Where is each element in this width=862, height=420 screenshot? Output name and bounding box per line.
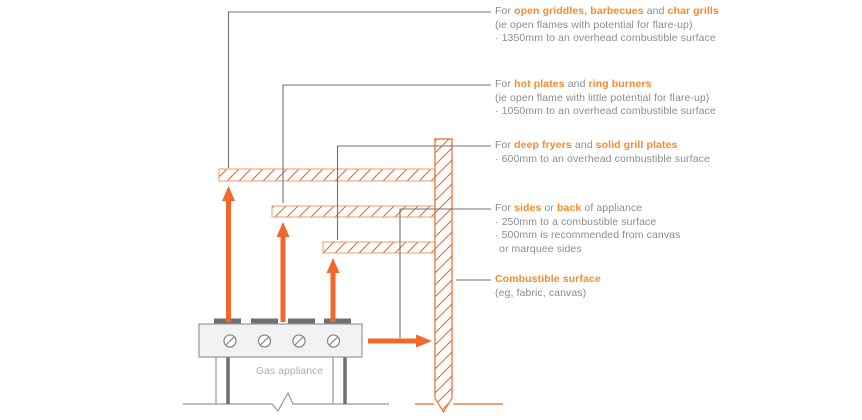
annotation-line: or marquee sides [499, 243, 582, 256]
heading-text: and [571, 139, 596, 151]
heading-emphasis: sides [514, 202, 542, 214]
arrow-side-head-icon [416, 334, 432, 348]
ground-line-gray [183, 391, 389, 413]
annotation-line: · 600mm to an overhead combustible surfa… [495, 152, 710, 165]
annotation-sides-back: For sides or back of appliance · 250mm t… [495, 202, 855, 257]
heading-text: and [564, 78, 589, 90]
annotation-open-griddles: For open griddles, barbecues and char gr… [495, 5, 855, 46]
annotation-heading: For open griddles, barbecues and char gr… [495, 5, 855, 19]
heading-emphasis: char grills [667, 5, 719, 17]
leader-deep-fryers [336, 145, 491, 240]
annotation-line: · 500mm is recommended from canvas [495, 229, 681, 242]
arrow-up-600-head-icon [326, 258, 340, 273]
annotation-line: · 1050mm to an overhead combustible surf… [495, 105, 716, 118]
appliance-label: Gas appliance [256, 365, 323, 377]
heading-emphasis: deep fryers [514, 139, 572, 151]
arrow-up-1350-shaft [226, 200, 231, 322]
annotation-hot-plates: For hot plates and ring burners (ie open… [495, 78, 855, 119]
appliance-legs-thin [215, 357, 334, 404]
heading-text: or [541, 202, 558, 214]
heading-text: of appliance [581, 202, 643, 214]
annotation-line: (ie open flames with potential for flare… [495, 18, 693, 31]
arrow-up-600-shaft [330, 272, 336, 322]
annotation-heading: Combustible surface [495, 273, 855, 287]
heading-text: and [643, 5, 668, 17]
arrow-up-1050-shaft [280, 236, 286, 322]
annotation-heading: For hot plates and ring burners [495, 78, 855, 92]
heading-text: For [495, 202, 515, 214]
overhead-surface-600mm [322, 241, 436, 254]
annotation-deep-fryers: For deep fryers and solid grill plates ·… [495, 139, 855, 166]
annotation-heading: For deep fryers and solid grill plates [495, 139, 855, 153]
heading-text: For [495, 5, 515, 17]
combustible-surface-wall [434, 138, 453, 414]
appliance-legs-thick [226, 357, 347, 404]
arrow-up-1350-head-icon [222, 186, 235, 201]
heading-emphasis: open griddles, barbecues [514, 5, 644, 17]
heading-emphasis: hot plates [514, 78, 565, 90]
annotation-combustible-surface: Combustible surface (eg, fabric, canvas) [495, 273, 855, 300]
control-knobs [223, 334, 341, 348]
annotation-heading: For sides or back of appliance [495, 202, 855, 216]
leader-lines [227, 11, 491, 338]
overhead-surface-1050mm [271, 205, 436, 218]
heading-emphasis: Combustible surface [495, 273, 601, 285]
annotation-line: (eg, fabric, canvas) [495, 286, 587, 299]
gas-appliance: Gas appliance [198, 318, 363, 404]
heading-text: For [495, 78, 515, 90]
heading-emphasis: back [557, 202, 582, 214]
arrow-up-1050-head-icon [276, 222, 290, 237]
leader-sides-back [399, 208, 491, 338]
burner-grate-4 [324, 318, 351, 326]
burner-grate-2 [251, 318, 278, 326]
arrow-side-shaft [368, 338, 417, 344]
annotation-line: · 1350mm to an overhead combustible surf… [495, 32, 716, 45]
leader-open-griddles [227, 11, 491, 168]
burner-grate-3 [288, 318, 315, 326]
overhead-surface-1350mm [218, 168, 436, 182]
annotation-line: (ie open flame with little potential for… [495, 91, 710, 104]
clearance-arrows [222, 186, 432, 348]
heading-text: For [495, 139, 515, 151]
leader-hot-plates [282, 84, 491, 203]
heading-emphasis: solid grill plates [595, 139, 678, 151]
annotation-line: · 250mm to a combustible surface [495, 215, 657, 228]
heading-emphasis: ring burners [588, 78, 652, 90]
